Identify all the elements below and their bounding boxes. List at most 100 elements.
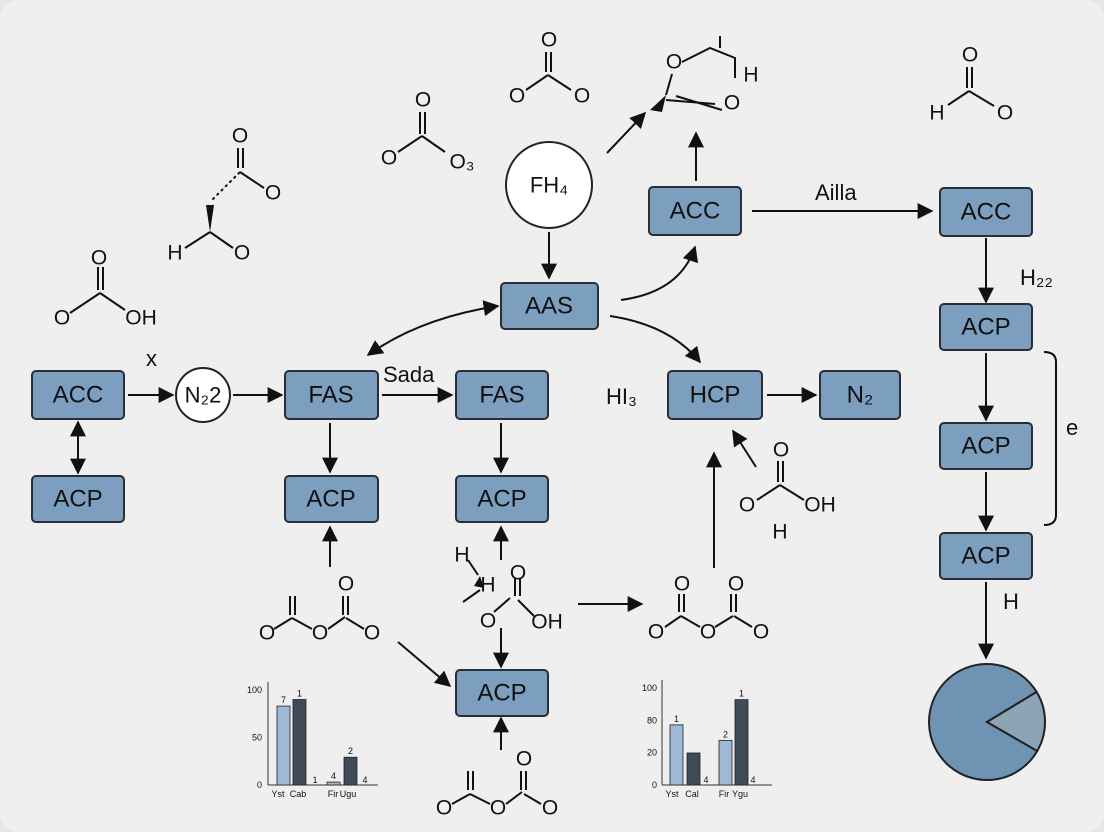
- molecule-5-ring: O H O: [650, 36, 759, 115]
- atom: O: [509, 85, 525, 108]
- node-acp-mid-2[interactable]: ACP: [455, 475, 549, 523]
- y-tick-label: 100: [247, 685, 262, 695]
- y-tick-label: 50: [252, 733, 262, 743]
- molecule-1: O O OH: [54, 247, 157, 330]
- label-e: e: [1066, 415, 1078, 440]
- bar-value-label: 1: [297, 689, 302, 699]
- edge-fh-to-ring: [606, 111, 647, 154]
- node-label: N₂2: [185, 383, 222, 408]
- bar: [292, 699, 307, 786]
- node-label: FAS: [308, 382, 353, 409]
- atom: O: [490, 797, 506, 820]
- pie-chart: [928, 663, 1046, 781]
- node-acp-left[interactable]: ACP: [31, 475, 125, 523]
- y-tick-label: 0: [257, 780, 262, 790]
- molecule-8: O O O O: [259, 573, 380, 645]
- atom: O: [415, 89, 431, 112]
- molecule-3: O O O₃: [381, 89, 475, 174]
- node-fas-1[interactable]: FAS: [284, 370, 379, 420]
- node-acc-left[interactable]: ACC: [31, 370, 125, 420]
- x-tick-label: Ygu: [732, 789, 748, 799]
- node-n2-circle[interactable]: N₂2: [175, 367, 231, 423]
- x-tick-label: Cal: [685, 789, 699, 799]
- annotation-label: 4: [750, 775, 755, 785]
- atom: O: [510, 562, 526, 585]
- edge-aas-to-acc: [620, 245, 699, 301]
- label-h22: H₂₂: [1020, 265, 1053, 290]
- annotation-label: 4: [362, 775, 367, 785]
- atom: O: [724, 92, 740, 115]
- pie-slice: [928, 663, 1039, 781]
- atom: O: [54, 307, 70, 330]
- molecule-10: O O O O O: [648, 573, 769, 644]
- node-label: ACP: [961, 433, 1010, 460]
- atom: O: [338, 573, 354, 596]
- node-label: FAS: [479, 382, 524, 409]
- atom: O: [232, 125, 248, 148]
- molecule-6: O H O: [929, 44, 1013, 125]
- node-acc-top[interactable]: ACC: [648, 186, 742, 236]
- molecule-11: O O O O: [436, 748, 558, 820]
- atom: H: [480, 574, 495, 597]
- atom: O: [312, 622, 328, 645]
- atom: O: [480, 610, 496, 633]
- annotation-label: 4: [703, 775, 708, 785]
- atom: O: [962, 44, 978, 67]
- node-acc-right[interactable]: ACC: [939, 187, 1033, 237]
- atom: O: [739, 494, 755, 517]
- node-acp-right-1[interactable]: ACP: [939, 303, 1033, 351]
- node-acp-bottom[interactable]: ACP: [455, 669, 549, 717]
- node-label: ACP: [961, 543, 1010, 570]
- label-h: H: [1003, 589, 1019, 614]
- node-label: FH₄: [530, 173, 568, 198]
- edge-mol-diag-to-acp-bottom: [397, 641, 452, 688]
- node-fas-2[interactable]: FAS: [455, 370, 549, 420]
- atom: O: [364, 622, 380, 645]
- y-tick-label: 100: [642, 683, 657, 693]
- bar: [343, 756, 358, 786]
- atom: O: [381, 147, 397, 170]
- edge-aas-to-hcp: [609, 315, 702, 364]
- bar: [669, 724, 684, 786]
- bar: [718, 739, 733, 786]
- node-fh-circle[interactable]: FH₄: [505, 141, 593, 229]
- atom: H: [743, 64, 758, 87]
- node-acp-mid-1[interactable]: ACP: [284, 475, 379, 523]
- node-hcp[interactable]: HCP: [667, 370, 763, 420]
- bar-value-label: 2: [348, 746, 353, 756]
- atom: O: [436, 797, 452, 820]
- atom: OH: [531, 611, 563, 634]
- label-hi3: HI₃: [606, 384, 637, 409]
- annotation-label: 1: [312, 775, 317, 785]
- atom: O: [516, 748, 532, 771]
- node-label: ACP: [961, 314, 1010, 341]
- molecule-2: O O H O: [167, 125, 281, 265]
- node-acp-right-2[interactable]: ACP: [939, 422, 1033, 470]
- atom: OH: [804, 494, 836, 517]
- node-acp-right-3[interactable]: ACP: [939, 532, 1033, 580]
- x-tick-label: Ugu: [340, 789, 357, 799]
- bar-value-label: 1: [674, 714, 679, 724]
- y-tick-label: 20: [647, 748, 657, 758]
- atom: O: [773, 439, 789, 462]
- molecule-7: O O OH H: [739, 439, 836, 544]
- node-label: ACP: [477, 680, 526, 707]
- node-label: AAS: [525, 293, 573, 320]
- node-aas[interactable]: AAS: [500, 282, 599, 330]
- atom: O: [574, 85, 590, 108]
- molecule-4: O O O: [509, 29, 590, 108]
- atom: H: [929, 102, 944, 125]
- node-n2-box[interactable]: N₂: [819, 370, 901, 420]
- atom: O: [541, 29, 557, 52]
- bar: [686, 752, 701, 786]
- x-tick-label: Fir: [719, 789, 730, 799]
- node-label: ACP: [477, 486, 526, 513]
- y-tick-label: 80: [647, 715, 657, 725]
- node-label: ACP: [306, 486, 355, 513]
- label-ailla: Ailla: [815, 180, 857, 205]
- y-tick-label: 0: [652, 780, 657, 790]
- bar: [276, 705, 291, 786]
- label-x: x: [146, 346, 157, 371]
